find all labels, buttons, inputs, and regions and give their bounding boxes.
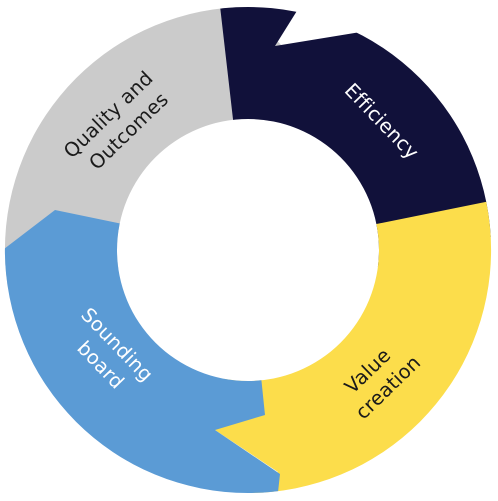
segment-value-creation (215, 195, 492, 494)
